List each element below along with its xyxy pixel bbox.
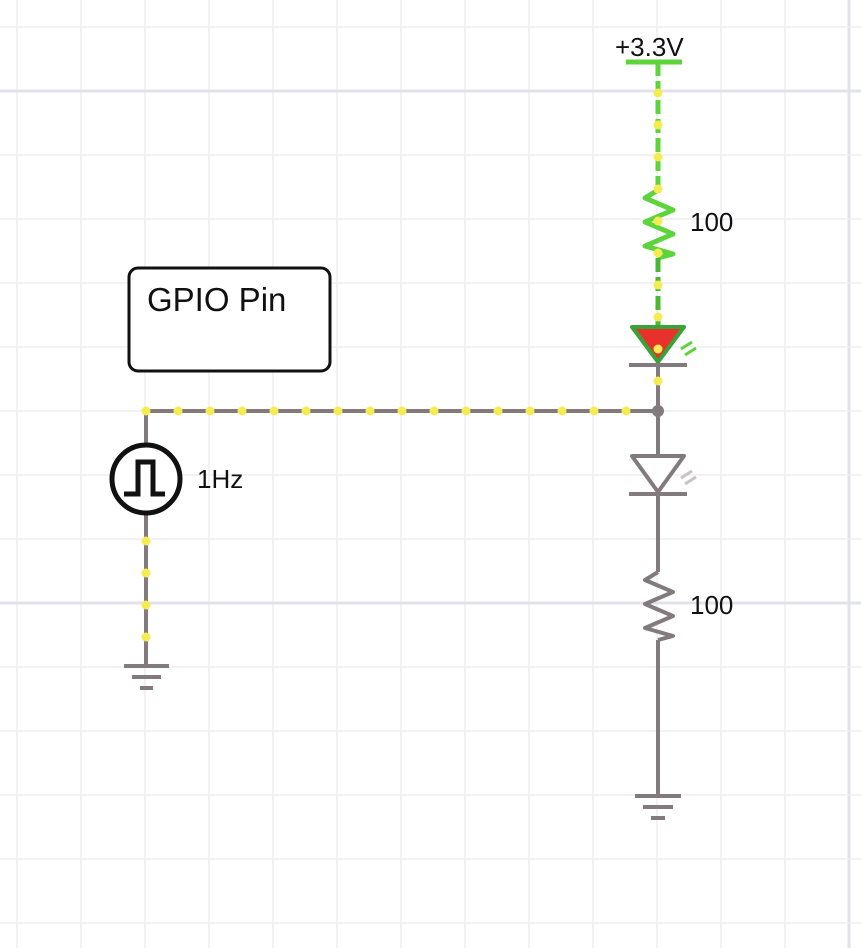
current-dot	[653, 216, 663, 226]
supply-voltage-label: +3.3V	[615, 32, 684, 62]
resistor-bottom-label: 100	[690, 590, 733, 620]
current-dot	[653, 280, 663, 290]
current-dot	[237, 406, 247, 416]
current-dot	[141, 406, 151, 416]
current-dot	[141, 536, 151, 546]
current-dot	[621, 406, 631, 416]
current-dot	[525, 406, 535, 416]
current-dot	[653, 184, 663, 194]
resistor-icon[interactable]	[643, 570, 675, 642]
current-dot	[653, 312, 663, 322]
current-dot	[141, 600, 151, 610]
current-dot	[205, 406, 215, 416]
ground-icon[interactable]	[635, 794, 681, 820]
current-dot	[653, 88, 663, 98]
current-dot	[589, 406, 599, 416]
square-wave-source-icon[interactable]	[109, 442, 183, 516]
gpio-label: GPIO Pin	[147, 281, 286, 318]
resistor-top-label: 100	[690, 207, 733, 237]
current-dot	[653, 248, 663, 258]
current-dot	[557, 406, 567, 416]
gpio-text-box[interactable]: GPIO Pin	[127, 266, 332, 373]
current-dot	[461, 406, 471, 416]
current-dot	[301, 406, 311, 416]
current-dot	[269, 406, 279, 416]
current-dot	[653, 120, 663, 130]
current-dot	[173, 406, 183, 416]
current-dot	[493, 406, 503, 416]
current-flow-dots	[141, 88, 663, 642]
source-frequency-label: 1Hz	[197, 464, 243, 494]
ground-icon[interactable]	[124, 664, 169, 690]
current-dot	[653, 376, 663, 386]
current-dot	[333, 406, 343, 416]
resistor-icon[interactable]	[642, 187, 676, 261]
led-icon[interactable]	[629, 325, 697, 367]
current-dot	[429, 406, 439, 416]
current-dot	[365, 406, 375, 416]
current-dot	[141, 568, 151, 578]
current-dot	[653, 344, 663, 354]
current-dot	[653, 152, 663, 162]
current-dot	[141, 632, 151, 642]
current-dot	[397, 406, 407, 416]
